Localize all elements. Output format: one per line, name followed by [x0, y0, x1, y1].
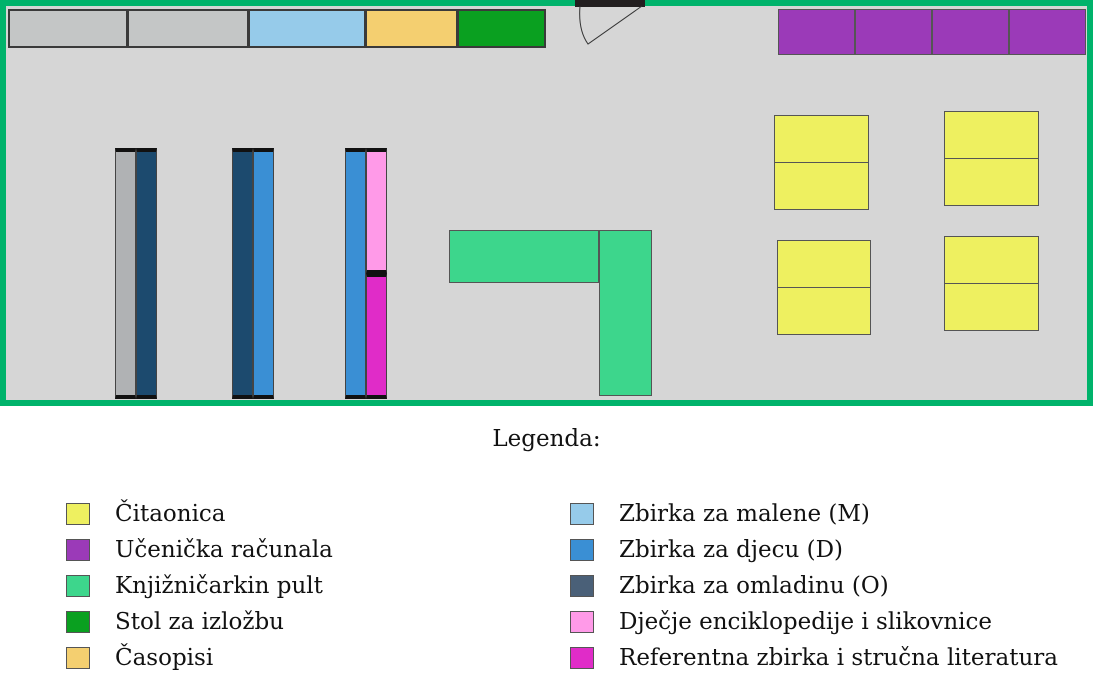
legend-label: Čitaonica	[115, 501, 226, 527]
legend-item: Časopisi	[66, 643, 213, 673]
legend-item: Stol za izložbu	[66, 607, 284, 637]
citaonica-table-4b	[944, 283, 1039, 331]
shelf-zbirka-za-djecu-1	[253, 148, 274, 399]
citaonica-table-1a	[774, 115, 869, 163]
legend-label: Zbirka za omladinu (O)	[619, 573, 889, 599]
legend-item: Dječje enciklopedije i slikovnice	[570, 607, 992, 637]
ucenicka-racunala-1	[778, 9, 855, 55]
shelf-zbirka-za-djecu-2	[345, 148, 366, 399]
legend-label: Stol za izložbu	[115, 609, 284, 635]
citaonica-table-2b	[944, 158, 1039, 206]
top-shelf-gray-2	[127, 9, 249, 48]
legend-label: Zbirka za djecu (D)	[619, 537, 844, 563]
legend-swatch	[66, 503, 90, 525]
legend-item: Zbirka za djecu (D)	[570, 535, 843, 565]
top-shelf-gray-1	[8, 9, 128, 48]
legend-label: Referentna zbirka i stručna literatura	[619, 645, 1058, 671]
ucenicka-racunala-4	[1009, 9, 1086, 55]
legend-item: Učenička računala	[66, 535, 333, 565]
legend-title: Legenda:	[492, 426, 601, 452]
legend-swatch	[570, 503, 594, 525]
legend-label: Časopisi	[115, 645, 214, 671]
citaonica-table-4a	[944, 236, 1039, 284]
shelf-referentna-zbirka	[366, 273, 387, 399]
legend-swatch	[66, 647, 90, 669]
legend-swatch	[66, 539, 90, 561]
legend-swatch	[570, 539, 594, 561]
legend-item: Zbirka za malene (M)	[570, 499, 870, 529]
ucenicka-racunala-2	[855, 9, 932, 55]
legend-label: Zbirka za malene (M)	[619, 501, 870, 527]
legend-label: Dječje enciklopedije i slikovnice	[619, 609, 993, 635]
shelf-zbirka-za-omladinu-1	[136, 148, 157, 399]
legend-swatch	[66, 611, 90, 633]
legend-item: Zbirka za omladinu (O)	[570, 571, 889, 601]
shelf-zbirka-za-omladinu-2	[232, 148, 253, 399]
legend-item: Referentna zbirka i stručna literatura	[570, 643, 1058, 673]
shelf-djecje-enciklopedije	[366, 148, 387, 274]
citaonica-table-2a	[944, 111, 1039, 159]
ucenicka-racunala-3	[932, 9, 1009, 55]
legend-swatch	[66, 575, 90, 597]
knjiznicarkin-pult-horizontal	[449, 230, 599, 283]
legend-swatch	[570, 611, 594, 633]
citaonica-table-3a	[777, 240, 871, 288]
legend-label: Knjižničarkin pult	[115, 573, 323, 599]
legend-item: Čitaonica	[66, 499, 226, 529]
legend-item: Knjižničarkin pult	[66, 571, 323, 601]
shelf-gray	[115, 148, 136, 399]
citaonica-table-3b	[777, 287, 871, 335]
knjiznicarkin-pult-vertical	[599, 230, 652, 396]
shelf-casopisi	[365, 9, 458, 48]
shelf-zbirka-za-malene	[248, 9, 366, 48]
legend-swatch	[570, 575, 594, 597]
door-swing-icon	[579, 5, 643, 45]
library-floor-plan	[0, 0, 1093, 406]
citaonica-table-1b	[774, 162, 869, 210]
door	[575, 0, 645, 7]
legend-label: Učenička računala	[115, 537, 333, 563]
legend-swatch	[570, 647, 594, 669]
stol-za-izlozbu	[457, 9, 546, 48]
